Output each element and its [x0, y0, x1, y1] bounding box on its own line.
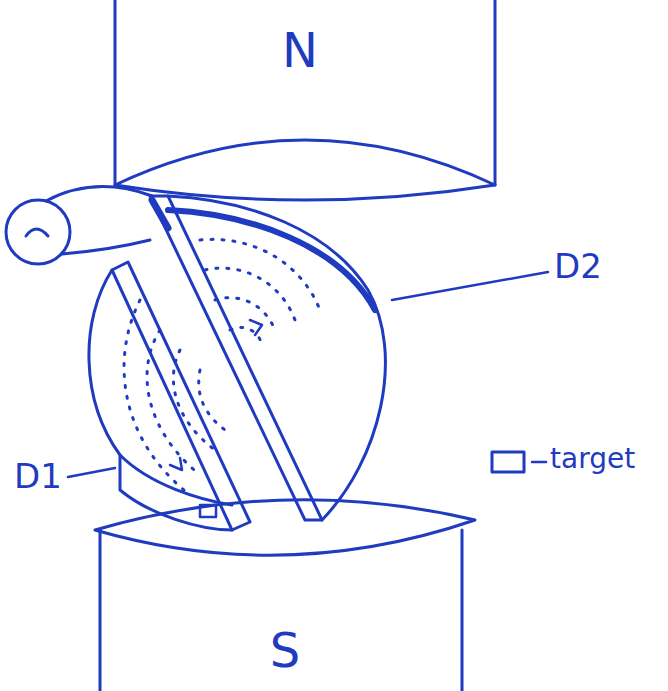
dee-label: D1 [14, 458, 62, 495]
ion-source-tube [46, 187, 152, 254]
spiral-path [124, 239, 320, 495]
label-text: target [550, 442, 635, 475]
target-label: target [550, 444, 635, 475]
north-magnet-body [115, 0, 495, 185]
label-text: D1 [14, 456, 62, 496]
label-text: S [270, 624, 300, 677]
leader-line [392, 272, 548, 300]
leader-line [68, 468, 115, 477]
ion-source [6, 200, 70, 264]
dee-d1-rim [120, 455, 232, 505]
dee-label: D2 [554, 248, 602, 285]
south-pole-face [95, 500, 475, 555]
dee-d2-rim [168, 210, 375, 310]
dee-d1-back [89, 270, 232, 530]
dee-d2-edge [152, 200, 168, 228]
target-symbol [492, 452, 524, 472]
spiral-arrow-d1 [170, 458, 182, 470]
spiral-arrow-d2 [250, 320, 262, 335]
leader-line [532, 461, 546, 464]
label-text: N [282, 24, 318, 77]
label-text: D2 [554, 246, 602, 286]
north-pole-face [115, 140, 495, 200]
dee-d2-back [168, 196, 385, 520]
dee-d1-exit-window [200, 505, 216, 517]
magnet-pole: N [255, 15, 345, 85]
ion-source-mark [26, 229, 48, 236]
dee-d1-face [112, 262, 250, 530]
dee-d2-face [150, 196, 322, 520]
magnet-pole: S [240, 615, 330, 685]
